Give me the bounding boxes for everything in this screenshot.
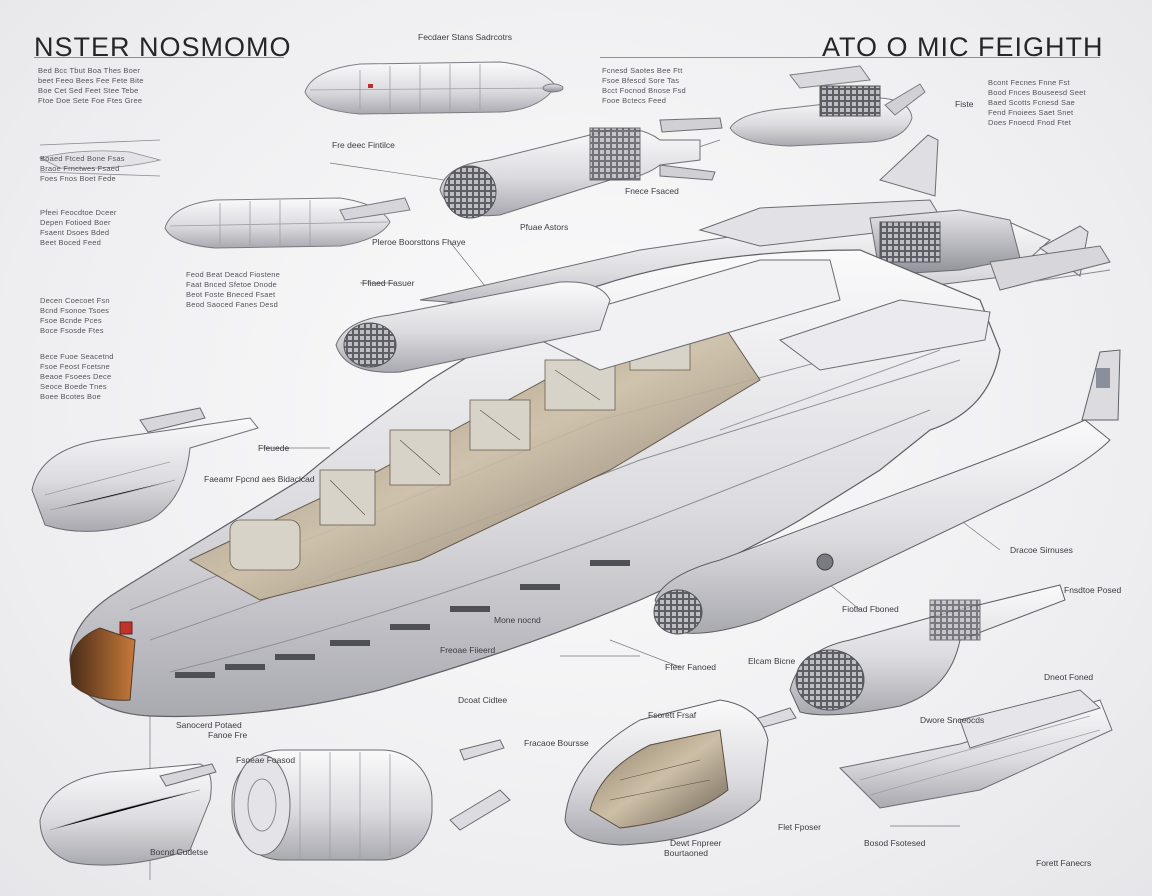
- engine-top-center: [439, 117, 723, 219]
- saucer-ship-left: [31, 407, 259, 532]
- engine-bottom-right: [789, 584, 1066, 716]
- main-ship-hull: [69, 134, 1111, 718]
- cylinder-bottom: [231, 749, 433, 861]
- label-nacelle-mid: Fiotlad Fboned: [842, 604, 899, 614]
- label-top-right-pod: Fiste: [955, 99, 974, 109]
- mini-ship-top-left: [38, 139, 162, 177]
- label-bottom-left: Bocnd Cudetse: [150, 847, 209, 857]
- label-spine: Pleroe Boorsttons Fhaye: [372, 237, 466, 247]
- text-block-top-middle: Fcnesd Saotes Bee Ftt Fsoe Bfescd Sore T…: [602, 66, 686, 105]
- text-block-top-left: Bed Bcc Tbut Boa Thes Boer beet Feeo Bee…: [38, 66, 144, 105]
- label-cylinder: Fsoeae Foasod: [236, 755, 296, 765]
- label-cockpit-b: Fanoe Fre: [208, 730, 248, 740]
- label-engine-mid: Fnece Fsaced: [625, 186, 679, 196]
- label-engine-bottom-right: Dwore Snceocds: [920, 715, 985, 725]
- label-small-craft: Fsorett Frsaf: [648, 710, 697, 720]
- label-cockpit: Sanocerd Potaed: [176, 720, 242, 730]
- label-lower-hull-d: Dcoat Cidtee: [458, 695, 508, 705]
- text-block-left-sketch: Boaed Ftced Bone Fsas Braoe Frnctwes Fsa…: [40, 154, 125, 183]
- label-lower-hull-c: Ffeer Fanoed: [665, 662, 717, 672]
- engine-mid-left: [335, 281, 611, 373]
- label-wing-plates: Flet Fposer: [778, 822, 821, 832]
- pod-top-center: [304, 61, 564, 115]
- label-cutaway-bottom-b: Bourtaoned: [664, 848, 708, 858]
- text-block-left-lower: Decen Coecoet Fsn Bcnd Fsonoe Tsoes Fsoe…: [40, 296, 110, 335]
- label-lower-hull-b: Freoae Fiieerd: [440, 645, 496, 655]
- small-craft-bottom: [449, 707, 797, 831]
- label-saucer: Ffeuede: [258, 443, 290, 453]
- label-lower-hull: Mone nocnd: [494, 615, 541, 625]
- label-saucer-desc: Faeamr Fpcnd aes Bidaclcad: [204, 474, 315, 484]
- module-bottom-left-nose: [39, 763, 217, 866]
- title-underline-left: [34, 57, 284, 58]
- title-underline-right: [600, 57, 1100, 58]
- text-block-left-bottom: Bece Fuoe Seacetnd Fsoe Feost Fcetsne Be…: [40, 352, 114, 401]
- label-cutaway-bottom: Dewt Fnpreer: [670, 838, 722, 848]
- label-right-wing: Dneot Foned: [1044, 672, 1094, 682]
- label-bottom-far-right: Forett Fanecrs: [1036, 858, 1092, 868]
- label-right-side: Fnsdtoe Posed: [1064, 585, 1122, 595]
- label-nacelle-right: Dracoe Sirnuses: [1010, 545, 1073, 555]
- text-block-top-right: Bcont Fecnes Fnne Fst Bood Fnces Bousees…: [988, 78, 1086, 127]
- label-engine-top: Pfuae Astors: [520, 222, 569, 232]
- label-wing-plates-b: Bosod Fsotesed: [864, 838, 926, 848]
- text-block-center-left: Feod Beat Deacd Fiostene Faat Bnced Sfet…: [186, 270, 281, 309]
- wing-plates-bottom-right: [838, 689, 1113, 809]
- nacelle-lower-right: [653, 349, 1121, 635]
- pod-left-second-row: [164, 197, 411, 249]
- pod-top-right: [729, 65, 926, 147]
- label-engine-top-b: Fre deec Fintilce: [332, 140, 395, 150]
- label-mid-left: Ffiaed Fasuer: [362, 278, 415, 288]
- label-cutaway-top: Fracaoe Boursse: [524, 738, 589, 748]
- text-block-left-mid: Pfeei Feocdtoe Dceer Depen Fotioed Boer …: [40, 208, 117, 247]
- label-top-center: Fecdaer Stans Sadrcotrs: [418, 32, 513, 42]
- label-nacelle: Elcam Bicne: [748, 656, 796, 666]
- cutaway-pod-bottom: [564, 699, 769, 846]
